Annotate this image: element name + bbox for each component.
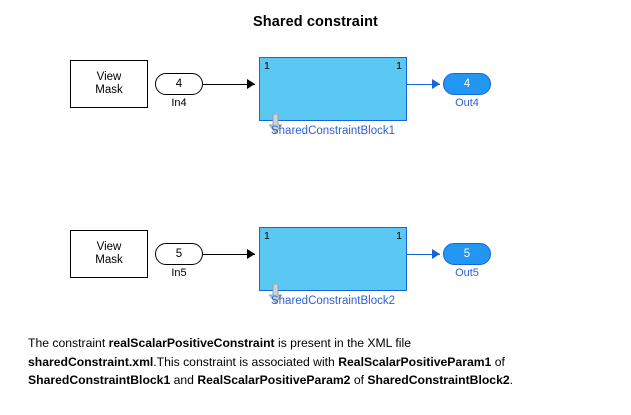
caption-text: The constraint realScalarPositiveConstra… [28,334,608,390]
caption-l2-a: sharedConstraint.xml [28,354,154,369]
wire-out-1 [407,83,440,86]
view-mask-block-2[interactable]: View Mask [70,230,148,278]
view-mask-line-2: Mask [95,254,123,266]
block-1-right-port-number: 1 [396,60,402,72]
inport-value-2: 5 [175,248,183,260]
inport-label-1: In4 [171,97,187,109]
caption-line-3: SharedConstraintBlock1 and RealScalarPos… [28,371,608,390]
caption-l3-c: RealScalarPositiveParam2 [197,373,351,387]
view-mask-block-1[interactable]: View Mask [70,60,148,108]
caption-line-1: The constraint realScalarPositiveConstra… [28,334,608,353]
caption-line-2: sharedConstraint.xml.This constraint is … [28,353,608,372]
outport-block-2[interactable]: 5 [443,243,491,265]
down-arrow-icon [268,283,283,304]
caption-l2-d: of [491,354,505,369]
caption-l3-e: SharedConstraintBlock2 [367,373,510,387]
view-mask-line-1: View [96,240,122,253]
outport-block-1[interactable]: 4 [443,73,491,95]
shared-constraint-block-2[interactable]: 1 1 [259,227,407,304]
view-mask-line-1: View [96,70,122,83]
shared-constraint-block-1-label: SharedConstraintBlock1 [270,125,395,137]
inport-block-2[interactable]: 5 [155,243,203,265]
outport-value-1: 4 [463,78,471,90]
shared-constraint-block-2-label: SharedConstraintBlock2 [270,295,395,307]
outport-value-2: 5 [463,248,471,260]
caption-l1-c: is present in the XML file [274,336,411,350]
caption-l1-a: The constraint [28,336,109,350]
caption-l2-c: RealScalarPositiveParam1 [338,354,492,369]
wire-out-arrow-2 [432,249,440,259]
caption-l3-a: SharedConstraintBlock1 [28,373,171,387]
block-1-left-port-number: 1 [264,60,270,72]
inport-value-1: 4 [175,78,183,90]
shared-constraint-block-1[interactable]: 1 1 [259,57,407,134]
wire-in-2 [203,253,255,256]
caption-l3-b: and [170,373,198,387]
outport-label-1: Out4 [455,97,479,109]
inport-block-1[interactable]: 4 [155,73,203,95]
view-mask-line-2: Mask [95,84,123,96]
wire-in-arrow-1 [247,79,255,89]
wire-out-arrow-1 [432,79,440,89]
caption-l3-f: . [509,373,514,387]
caption-l3-d: of [350,373,368,387]
wire-out-2 [407,253,440,256]
caption-l2-b: .This constraint is associated with [153,354,339,369]
page-title: Shared constraint [253,14,378,30]
caption-l1-b: realScalarPositiveConstraint [108,336,275,350]
wire-in-1 [203,83,255,86]
inport-label-2: In5 [171,267,187,279]
block-2-right-port-number: 1 [396,230,402,242]
outport-label-2: Out5 [455,267,479,279]
down-arrow-icon [268,113,283,134]
wire-in-arrow-2 [247,249,255,259]
block-2-left-port-number: 1 [264,230,270,242]
